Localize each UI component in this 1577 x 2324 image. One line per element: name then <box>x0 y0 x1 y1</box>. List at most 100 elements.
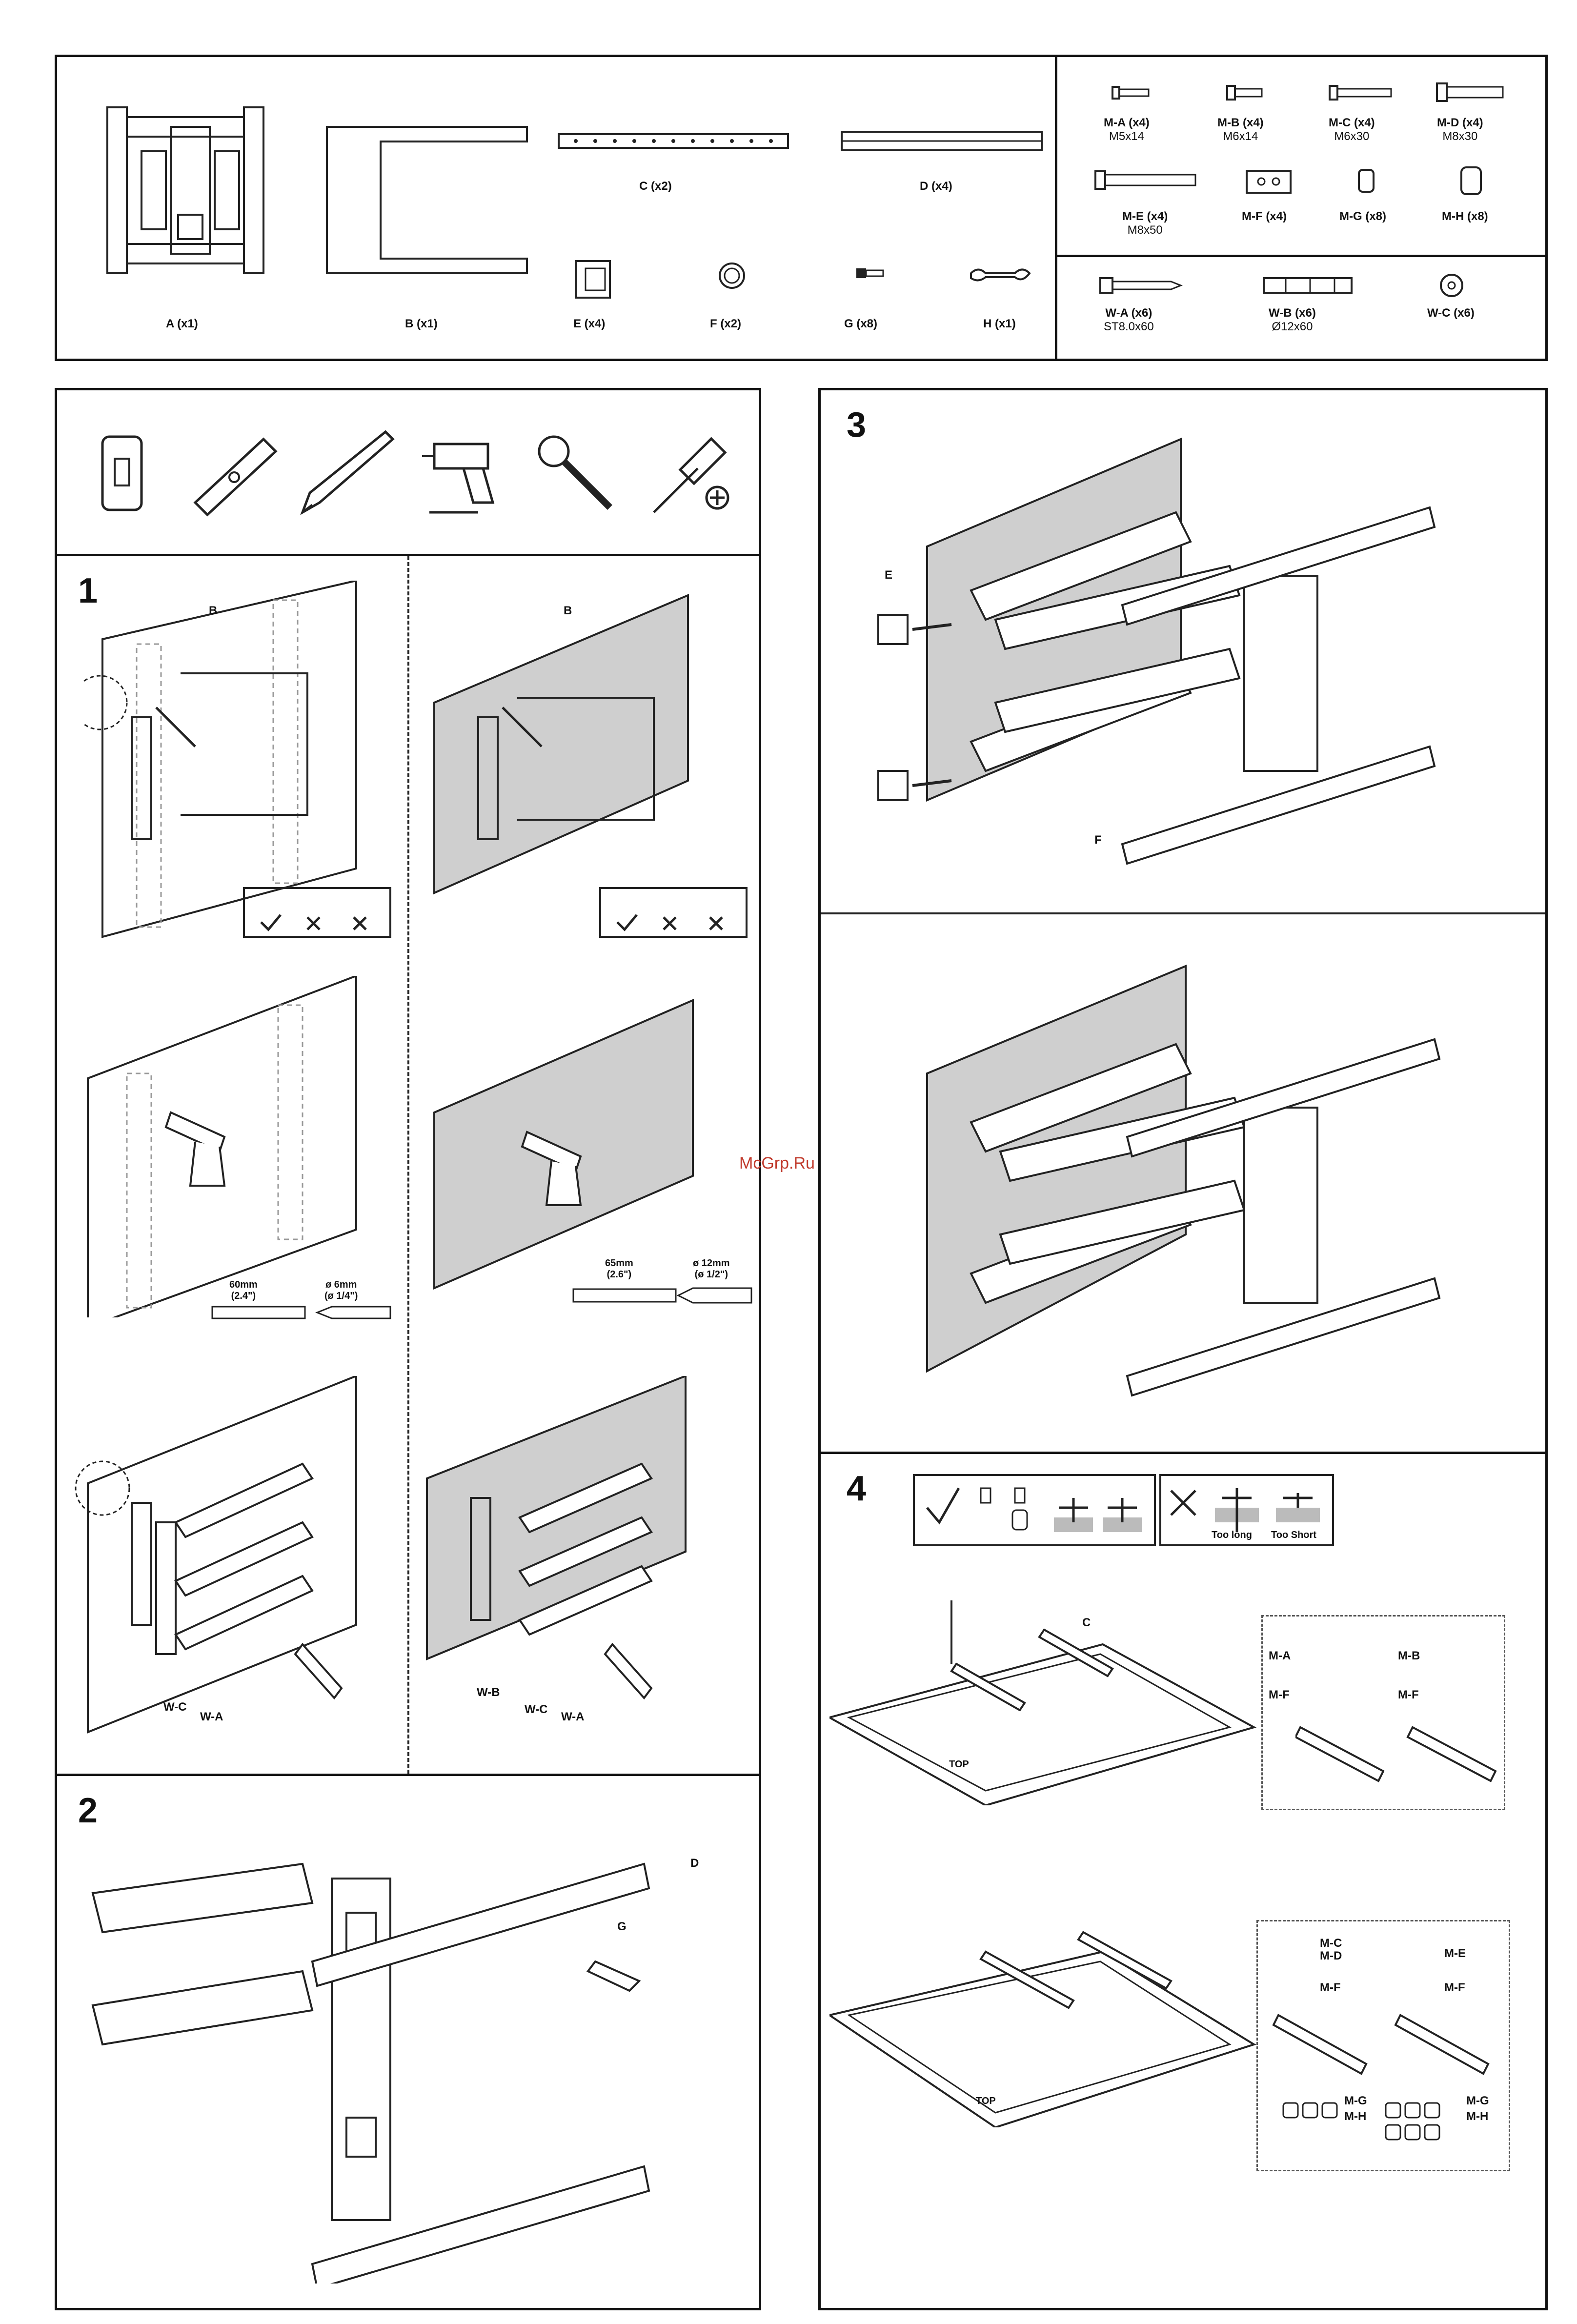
step4-top-label-1: TOP <box>949 1759 969 1770</box>
screw-mb-icon <box>1226 85 1263 101</box>
step4-too-short-label: Too Short <box>1271 1530 1316 1540</box>
anchor-wb-icon <box>1263 277 1353 294</box>
screw-me-label: M-E (x4)M8x50 <box>1122 210 1168 237</box>
step1-left-drill-diameter: ø 6mm(ø 1/4") <box>324 1279 358 1301</box>
part-g-screw <box>856 268 884 278</box>
part-b-label: B (x1) <box>405 317 438 330</box>
step1-left-drill-length: 60mm(2.4") <box>229 1279 258 1301</box>
part-b-plate <box>326 126 528 274</box>
step4-mf-label-1: M-F <box>1269 1688 1290 1701</box>
watermark: McGrp.Ru <box>739 1154 815 1172</box>
step4-too-long-label: Too long <box>1212 1530 1252 1540</box>
step2-d-label: D <box>690 1857 699 1870</box>
step4-correct-length-box <box>913 1474 1156 1546</box>
pencil-icon <box>300 430 395 515</box>
wall-screws-panel <box>1055 255 1548 361</box>
step4-wrong-length-box <box>1159 1474 1334 1546</box>
screwdriver-icon <box>653 437 729 513</box>
spacer-mg-icon <box>1358 169 1375 193</box>
step1-divider <box>407 556 409 1774</box>
step4-top-label-2: TOP <box>976 2096 996 2106</box>
part-c-rail <box>558 133 789 149</box>
step4-panel <box>818 1452 1548 2310</box>
screw-me-icon <box>1094 170 1196 190</box>
step4-detail-2 <box>1256 1920 1510 2171</box>
step-1-number: 1 <box>78 571 98 610</box>
step1-left-level-check <box>243 887 391 938</box>
step1-left-wc-label: W-C <box>163 1700 187 1714</box>
screw-md-label: M-D (x4)M8x30 <box>1437 116 1483 143</box>
step4-tv-back-top <box>829 1600 1257 1805</box>
washer-wc-icon <box>1440 274 1463 297</box>
part-c-label: C (x2) <box>639 180 672 193</box>
part-a-label: A (x1) <box>166 317 198 330</box>
step3-f-label: F <box>1094 833 1102 847</box>
step1-right-drill-length: 65mm(2.6") <box>605 1258 633 1280</box>
step-2-number: 2 <box>78 1791 98 1830</box>
step4-mf-label-2: M-F <box>1398 1688 1419 1701</box>
part-f-cap <box>719 263 745 289</box>
step4-detail-1-rails <box>1295 1726 1497 1782</box>
washer-wc-label: W-C (x6) <box>1427 306 1475 320</box>
step3-divider <box>821 912 1545 914</box>
part-g-label: G (x8) <box>844 317 878 330</box>
step1-right-mount-scene <box>426 1376 687 1700</box>
step1-right-wc-label: W-C <box>525 1703 548 1716</box>
anchor-wb-label: W-B (x6)Ø12x60 <box>1269 306 1316 333</box>
step4-mf-label-3: M-F <box>1320 1981 1341 1994</box>
step1-left-drill-bit <box>211 1306 391 1319</box>
step3-e-label: E <box>885 568 893 582</box>
step2-rail-assembly <box>91 1862 650 2284</box>
washer-mf-label: M-F (x4) <box>1242 210 1287 223</box>
part-d-rail <box>841 131 1043 151</box>
part-h-wrench <box>970 268 1031 282</box>
level-icon <box>193 437 278 517</box>
step1-right-wb-label: W-B <box>477 1686 500 1699</box>
part-d-label: D (x4) <box>920 180 952 193</box>
screw-ma-label: M-A (x4)M5x14 <box>1104 116 1150 143</box>
drill-icon <box>422 443 495 514</box>
part-e-label: E (x4) <box>573 317 606 330</box>
stud-finder-icon <box>101 435 143 511</box>
part-e-cap <box>575 260 611 299</box>
spacer-mh-label: M-H (x8) <box>1442 210 1488 223</box>
part-a-bracket <box>106 106 264 274</box>
step1-right-wa-label: W-A <box>561 1710 585 1723</box>
step1-left-b-label: B <box>209 604 218 617</box>
screw-mc-label: M-C (x4)M6x30 <box>1329 116 1375 143</box>
step1-right-drill-scene <box>433 998 694 1290</box>
step4-tv-back-bottom <box>829 1931 1256 2127</box>
part-f-label: F (x2) <box>710 317 742 330</box>
step4-detail-2-rails <box>1272 2014 1490 2141</box>
tools-panel <box>55 388 761 556</box>
step4-mcmd-label: M-C M-D <box>1320 1937 1342 1962</box>
step1-left-mount-scene <box>75 1376 357 1734</box>
screw-md-icon <box>1436 82 1504 102</box>
step4-detail-1 <box>1261 1615 1505 1810</box>
screw-mc-icon <box>1329 85 1392 101</box>
step4-mf-label-4: M-F <box>1444 1981 1465 1994</box>
step2-g-label: G <box>617 1920 627 1933</box>
screw-wa-icon <box>1099 277 1183 294</box>
step-4-number: 4 <box>847 1469 867 1508</box>
step3-assembled-scene <box>926 965 1441 1397</box>
washer-mf-icon <box>1246 170 1292 194</box>
step4-mgmh-label-2: M-G M-H <box>1466 2094 1489 2123</box>
step1-right-drill-bit <box>572 1287 752 1304</box>
screw-ma-icon <box>1112 86 1150 100</box>
tv-screws-panel <box>1055 55 1548 257</box>
step1-right-level-check <box>599 887 748 938</box>
step4-mgmh-label-1: M-G M-H <box>1344 2094 1367 2123</box>
step4-mb-label: M-B <box>1398 1649 1420 1662</box>
step4-c-label: C <box>1082 1616 1091 1629</box>
step4-ma-label: M-A <box>1269 1649 1291 1662</box>
step1-right-b-label: B <box>564 604 572 617</box>
parts-panel <box>55 55 1057 361</box>
step-3-number: 3 <box>847 405 867 445</box>
step1-left-drill-scene <box>87 976 357 1317</box>
step4-me-label: M-E <box>1444 1947 1466 1960</box>
part-h-label: H (x1) <box>983 317 1016 330</box>
screw-mb-label: M-B (x4)M6x14 <box>1217 116 1264 143</box>
step1-right-plate-scene <box>433 593 689 895</box>
step1-left-wa-label: W-A <box>200 1710 223 1723</box>
